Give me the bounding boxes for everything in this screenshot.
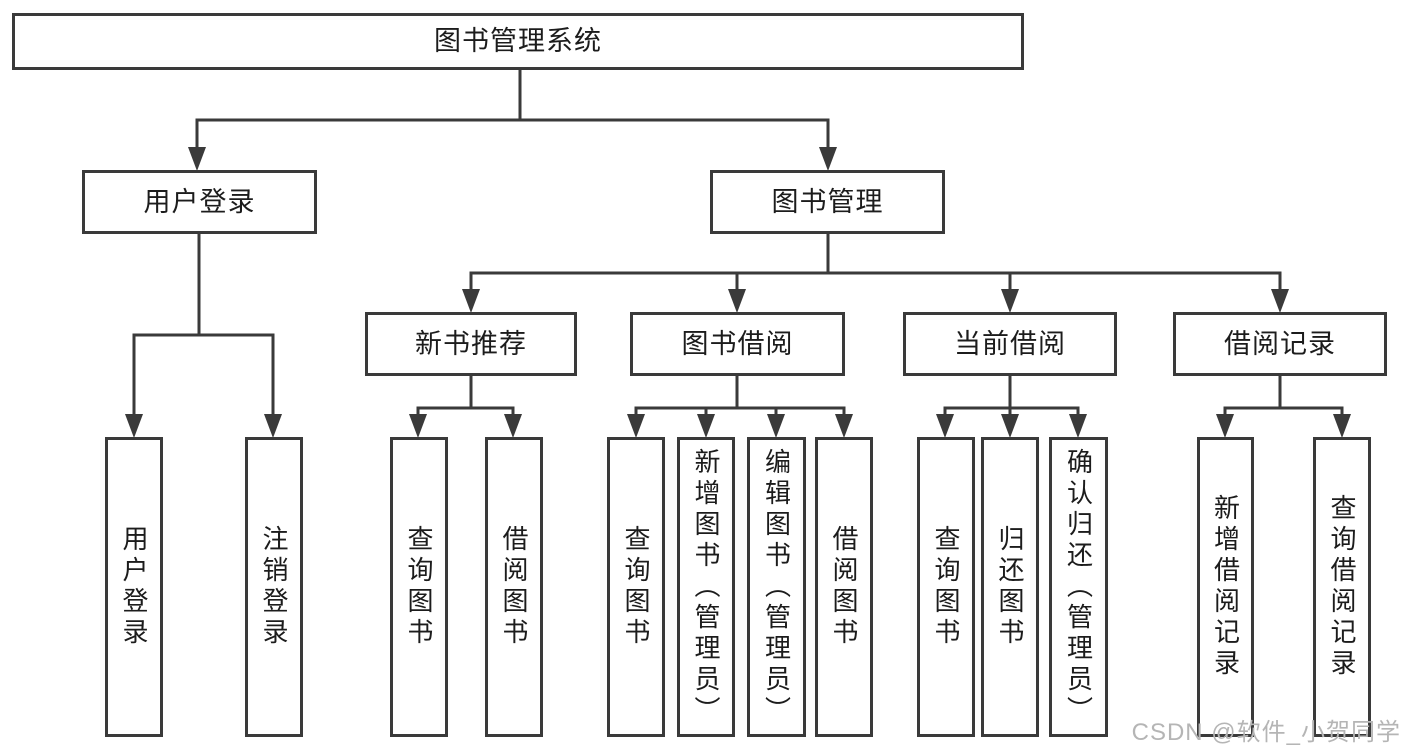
- leaf-edit-books-admin: 编辑图书（管理员）: [747, 437, 806, 737]
- watermark-csdn: CSDN @软件_小贺同学: [1131, 719, 1401, 746]
- leaf-return-books: 归还图书: [981, 437, 1039, 737]
- node-new-book-recommend: 新书推荐: [365, 312, 577, 376]
- node-borrow-records: 借阅记录: [1173, 312, 1387, 376]
- node-user-login: 用户登录: [82, 170, 317, 234]
- leaf-query-books-current: 查询图书: [917, 437, 975, 737]
- leaf-add-borrow-record: 新增借阅记录: [1197, 437, 1254, 737]
- leaf-query-books-borrow: 查询图书: [607, 437, 665, 737]
- node-root: 图书管理系统: [12, 13, 1024, 70]
- node-current-borrow: 当前借阅: [903, 312, 1117, 376]
- leaf-borrow-books-recommend: 借阅图书: [485, 437, 543, 737]
- leaf-user-login: 用户登录: [105, 437, 163, 737]
- node-book-borrow: 图书借阅: [630, 312, 845, 376]
- leaf-query-books-recommend: 查询图书: [390, 437, 448, 737]
- node-book-management: 图书管理: [710, 170, 945, 234]
- leaf-add-books-admin: 新增图书（管理员）: [677, 437, 735, 737]
- leaf-logout: 注销登录: [245, 437, 303, 737]
- leaf-query-borrow-record: 查询借阅记录: [1313, 437, 1371, 737]
- leaf-borrow-books: 借阅图书: [815, 437, 873, 737]
- leaf-confirm-return-admin: 确认归还（管理员）: [1049, 437, 1108, 737]
